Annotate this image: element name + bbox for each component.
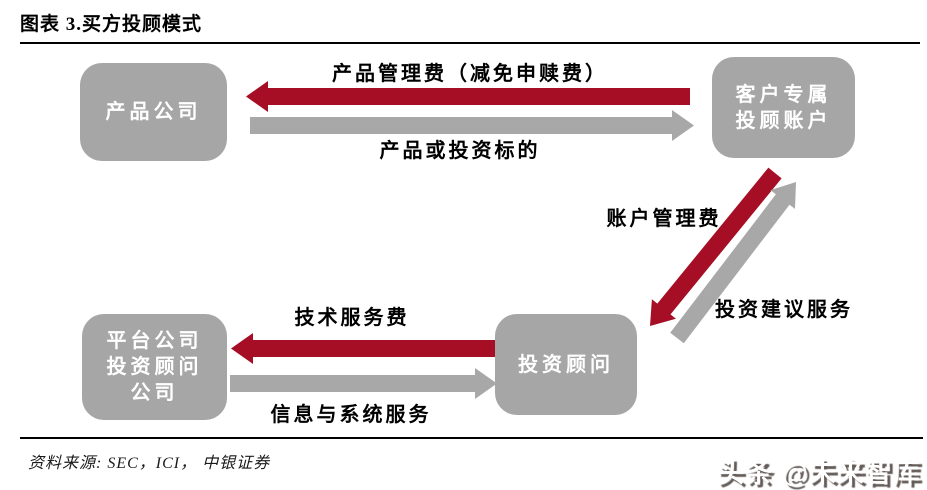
arrow-info-system-service [230,368,497,399]
node-investment-advisor-label: 投资顾问 [518,353,614,376]
label-info-system-service: 信息与系统服务 [270,404,432,426]
title-divider [20,42,920,44]
node-investment-advisor: 投资顾问 [495,314,637,415]
node-product-company-label: 产品公司 [105,101,202,123]
label-product-management-fee: 产品管理费（减免申赎费） [332,63,608,85]
footer-divider [20,437,923,439]
node-product-company: 产品公司 [80,63,227,161]
label-tech-service-fee: 技术服务费 [294,307,410,329]
arrow-product-management-fee [246,81,690,112]
arrow-account-management-fee [650,167,782,326]
arrow-tech-service-fee [231,333,495,364]
watermark-toutiao: 头条 @未来智库 [717,458,921,488]
label-account-management-fee: 账户管理费 [606,208,722,230]
node-client-advisory-account-label: 客户专属 投顾账户 [735,83,832,132]
figure-title: 图表 3.买方投顾模式 [20,14,203,35]
label-product-or-investment-target: 产品或投资标的 [379,140,541,162]
source-note: 资料来源: SEC，ICI， 中银证券 [28,455,271,472]
node-platform-company-label: 平台公司 投资顾问 公司 [106,330,203,404]
arrow-product-or-investment-target [250,110,694,141]
label-investment-advice-service: 投资建议服务 [715,299,853,321]
node-platform-company: 平台公司 投资顾问 公司 [82,314,227,420]
arrow-investment-advice-service [670,182,796,344]
node-client-advisory-account: 客户专属 投顾账户 [712,57,855,158]
